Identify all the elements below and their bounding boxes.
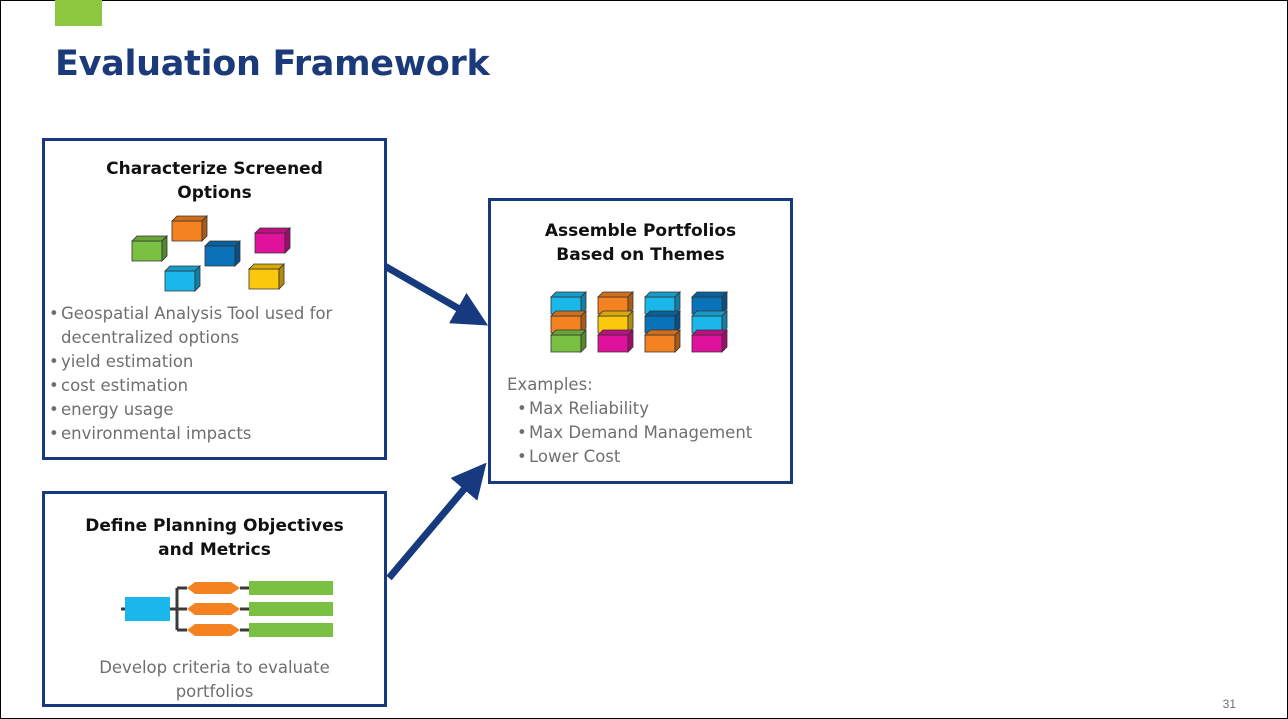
block-face xyxy=(627,291,634,315)
block-face xyxy=(131,240,163,262)
block-face xyxy=(164,265,201,272)
objectives-title-line2: and Metrics xyxy=(158,540,271,560)
block-face xyxy=(278,263,285,290)
block-face xyxy=(597,310,634,317)
block-face xyxy=(721,329,728,353)
block-face xyxy=(580,291,587,315)
block-face xyxy=(254,227,291,234)
list-item: •Lower Cost xyxy=(517,447,621,466)
planning-objectives-box: Define Planning Objectives and Metrics D… xyxy=(42,491,387,707)
slide-title: Evaluation Framework xyxy=(55,44,490,84)
list-item: •Geospatial Analysis Tool used for xyxy=(49,304,333,323)
block-face xyxy=(627,310,634,334)
block-face xyxy=(644,334,676,353)
block-face xyxy=(550,291,587,298)
objectives-tree-icon xyxy=(121,581,333,637)
block-face xyxy=(204,240,241,247)
block-face xyxy=(644,291,681,298)
block-face xyxy=(691,334,723,353)
block-face xyxy=(204,245,236,267)
block-face xyxy=(171,220,203,242)
list-item: •yield estimation xyxy=(49,352,194,371)
arrow-to-portfolios-top xyxy=(381,261,489,326)
block-face xyxy=(580,329,587,353)
block-face xyxy=(131,235,168,242)
block-face xyxy=(644,329,681,336)
block-face xyxy=(580,310,587,334)
block-face xyxy=(284,227,291,254)
block-face xyxy=(597,334,629,353)
page-number: 31 xyxy=(1222,697,1236,711)
block-face xyxy=(171,215,208,222)
block-face xyxy=(161,235,168,262)
objectives-title-line1: Define Planning Objectives xyxy=(85,516,344,536)
block-face xyxy=(248,263,285,270)
objectives-caption-line2: portfolios xyxy=(175,682,254,701)
list-item: decentralized options xyxy=(61,328,240,347)
examples-label: Examples: xyxy=(507,375,593,394)
block-face xyxy=(550,329,587,336)
block-face xyxy=(721,291,728,315)
block-face xyxy=(597,291,634,298)
characterize-title-line1: Characterize Screened xyxy=(106,159,323,179)
portfolios-title-line2: Based on Themes xyxy=(556,245,725,265)
stacked-blocks-icon xyxy=(550,291,728,353)
block-face xyxy=(691,310,728,317)
block-face xyxy=(550,310,587,317)
assemble-portfolios-box: Assemble Portfolios Based on Themes Exam… xyxy=(488,198,793,484)
list-item: •energy usage xyxy=(49,400,174,419)
list-item: •Max Reliability xyxy=(517,399,649,418)
block-face xyxy=(674,329,681,353)
block-face xyxy=(164,270,196,292)
characterize-options-box: Characterize Screened Options •Geospatia… xyxy=(42,138,387,460)
block-face xyxy=(550,334,582,353)
list-item: •Max Demand Management xyxy=(517,423,753,442)
block-face xyxy=(597,329,634,336)
block-face xyxy=(691,291,728,298)
block-face xyxy=(234,240,241,267)
objectives-caption-line1: Develop criteria to evaluate xyxy=(99,658,330,677)
block-face xyxy=(194,265,201,292)
block-face xyxy=(201,215,208,242)
block-face xyxy=(674,310,681,334)
block-face xyxy=(691,329,728,336)
block-face xyxy=(674,291,681,315)
block-face xyxy=(627,329,634,353)
list-item: •environmental impacts xyxy=(49,424,252,443)
accent-bar xyxy=(55,0,102,26)
block-face xyxy=(644,310,681,317)
scattered-blocks-icon xyxy=(131,215,291,292)
list-item: •cost estimation xyxy=(49,376,189,395)
arrow-to-portfolios-bottom xyxy=(386,462,487,581)
characterize-title-line2: Options xyxy=(177,183,252,203)
block-face xyxy=(254,232,286,254)
block-face xyxy=(248,268,280,290)
block-face xyxy=(721,310,728,334)
portfolios-title-line1: Assemble Portfolios xyxy=(544,221,737,241)
